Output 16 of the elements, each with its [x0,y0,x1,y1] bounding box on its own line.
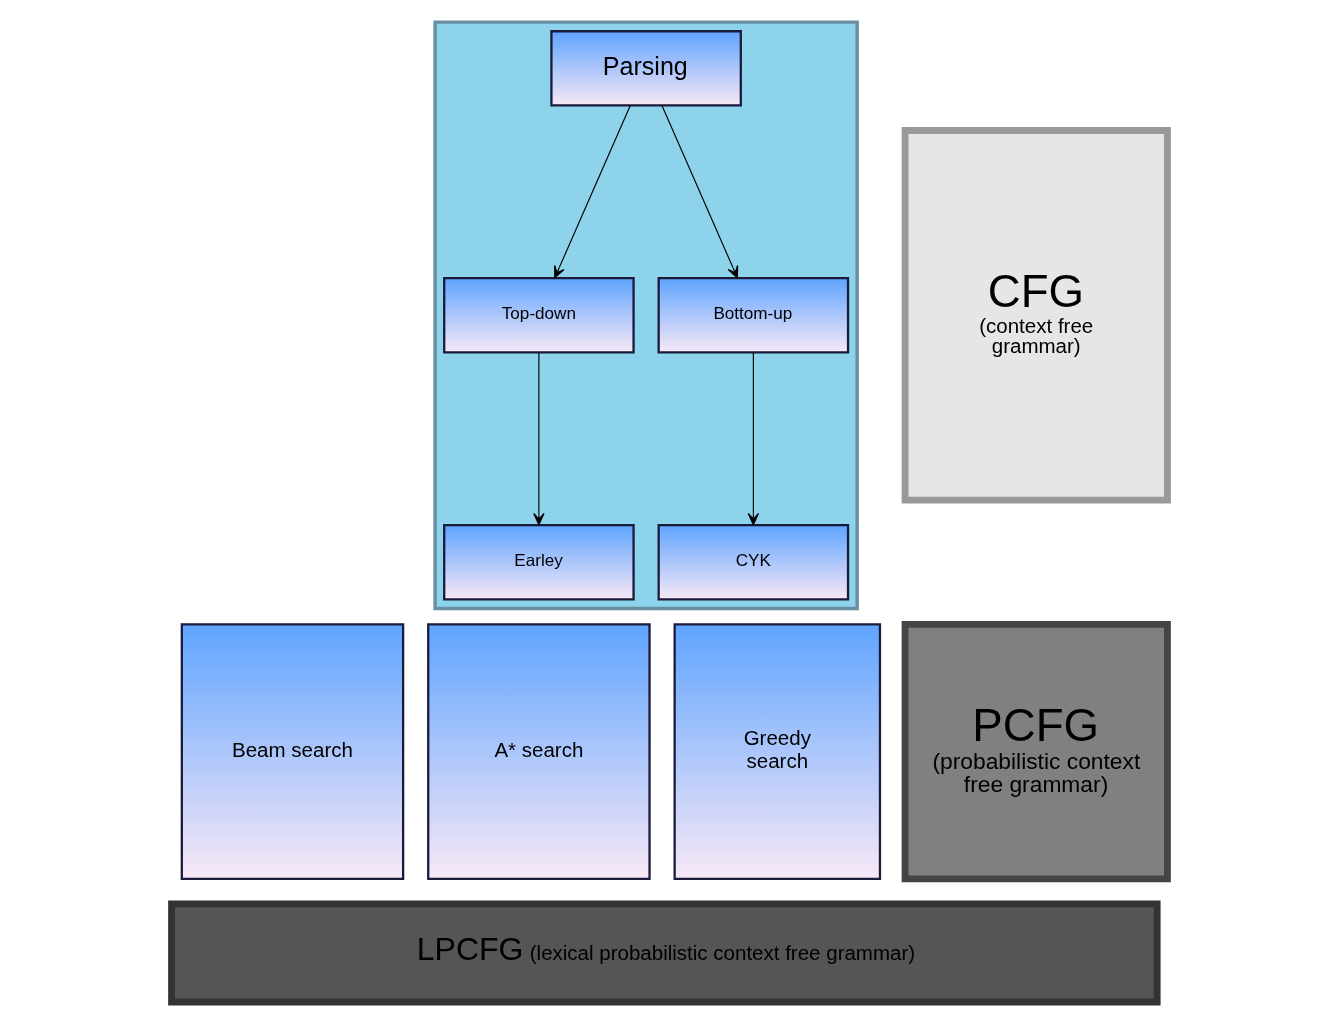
node-box: Top-down [443,277,635,354]
cluster [433,20,859,611]
node-box: Parsing [550,30,742,107]
node-box: Bottom-up [657,277,850,354]
node-box: PCFG (probabilistic context free grammar) [901,621,1171,883]
node-box: LPCFG (lexical probabilistic context free grammar) [168,900,1161,1006]
arrow [661,105,739,279]
node-box: CFG (context free grammar) [901,127,1171,504]
arrow [747,351,760,526]
node-box: Greedy search [673,623,882,880]
node-box: A* search [427,623,651,880]
arrow [554,105,631,279]
node-box: CYK [657,524,850,601]
node-box: Beam search [180,623,405,880]
node-box: Earley [443,524,635,601]
arrow [533,351,545,526]
